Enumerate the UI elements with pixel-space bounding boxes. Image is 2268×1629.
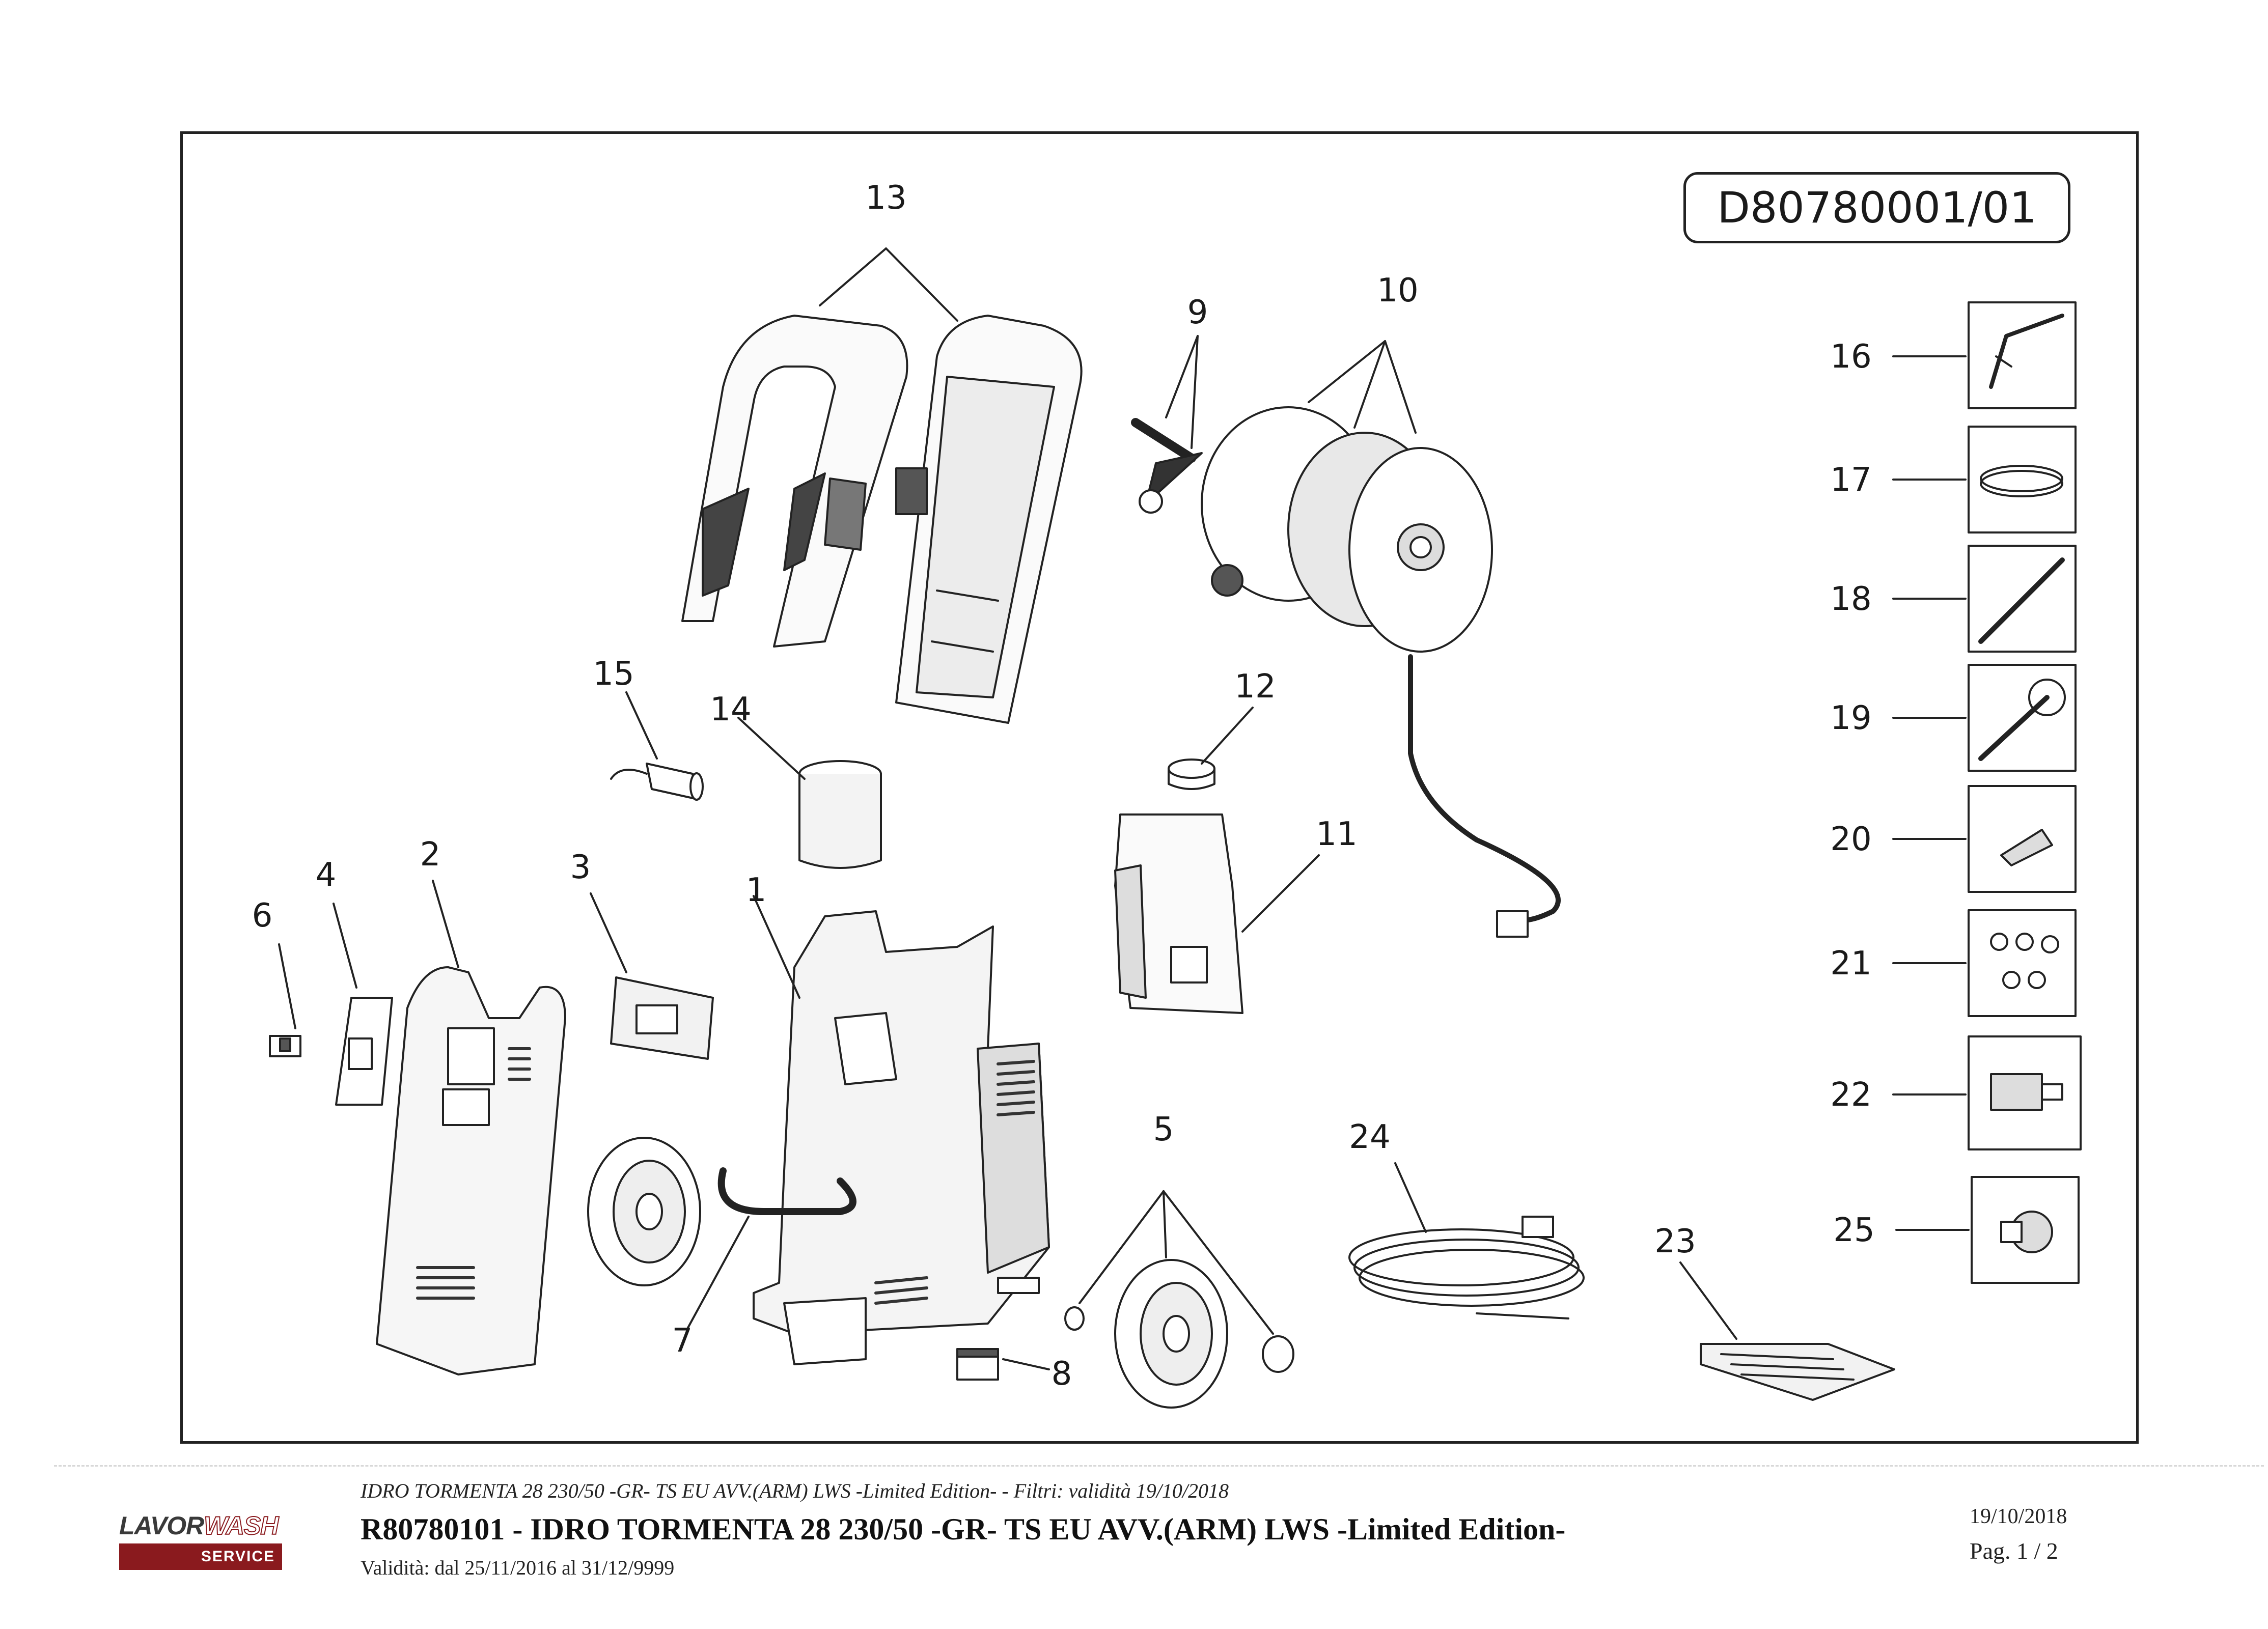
callout-10: 10 bbox=[1377, 272, 1418, 310]
callout-8: 8 bbox=[1052, 1355, 1072, 1393]
callout-14: 14 bbox=[710, 691, 751, 728]
part-5-wheel bbox=[1064, 1259, 1294, 1409]
part-1-body bbox=[753, 910, 1050, 1365]
accessory-box-19 bbox=[1968, 664, 2077, 772]
part-15-capacitor bbox=[610, 763, 704, 801]
callout-12: 12 bbox=[1234, 668, 1276, 706]
callout-17: 17 bbox=[1830, 461, 1871, 499]
part-wheel-left bbox=[587, 1137, 701, 1286]
part-23-manual bbox=[1700, 1343, 1895, 1401]
callout-23: 23 bbox=[1654, 1223, 1696, 1260]
part-8-foot bbox=[956, 1348, 999, 1381]
callout-16: 16 bbox=[1830, 338, 1871, 376]
footer-product-title: R80780101 - IDRO TORMENTA 28 230/50 -GR-… bbox=[361, 1512, 1566, 1546]
footer-page-number: Pag. 1 / 2 bbox=[1970, 1538, 2058, 1564]
part-6-switch bbox=[269, 1035, 301, 1057]
footer-validity: Validità: dal 25/11/2016 al 31/12/9999 bbox=[361, 1556, 675, 1579]
part-24-power-cable bbox=[1348, 1216, 1585, 1319]
part-13-handle bbox=[681, 315, 1083, 724]
accessory-box-20 bbox=[1968, 785, 2077, 893]
footer-separator bbox=[54, 1465, 2264, 1467]
callout-25: 25 bbox=[1833, 1212, 1874, 1249]
callout-18: 18 bbox=[1830, 580, 1871, 618]
accessory-box-18 bbox=[1968, 545, 2077, 653]
callout-5: 5 bbox=[1153, 1111, 1174, 1148]
callout-11: 11 bbox=[1316, 816, 1357, 853]
callout-21: 21 bbox=[1830, 945, 1871, 982]
callout-13: 13 bbox=[865, 179, 906, 217]
callout-19: 19 bbox=[1830, 699, 1871, 737]
accessory-box-22 bbox=[1968, 1035, 2082, 1150]
callout-24: 24 bbox=[1349, 1118, 1390, 1156]
part-11-tank bbox=[1114, 813, 1243, 1014]
callout-15: 15 bbox=[593, 655, 634, 693]
part-2-front-cover bbox=[376, 966, 566, 1375]
callout-20: 20 bbox=[1830, 821, 1871, 858]
footer-filter-line: IDRO TORMENTA 28 230/50 -GR- TS EU AVV.(… bbox=[361, 1479, 1229, 1502]
accessory-box-16 bbox=[1968, 301, 2077, 409]
part-10-hose-reel bbox=[1201, 406, 1561, 938]
logo-service-band: SERVICE bbox=[119, 1543, 282, 1570]
callout-22: 22 bbox=[1830, 1076, 1871, 1114]
part-7-hook bbox=[717, 1167, 856, 1215]
callout-6: 6 bbox=[252, 897, 273, 935]
callout-4: 4 bbox=[316, 856, 337, 894]
callout-2: 2 bbox=[420, 836, 441, 874]
drawing-frame bbox=[180, 131, 2139, 1444]
accessory-box-21 bbox=[1968, 909, 2077, 1017]
callout-9: 9 bbox=[1187, 294, 1208, 331]
part-3-label-plate bbox=[610, 976, 714, 1060]
callout-1: 1 bbox=[746, 872, 767, 909]
accessory-box-17 bbox=[1968, 426, 2077, 533]
part-12-cap bbox=[1168, 759, 1215, 790]
part-14-cover bbox=[798, 760, 882, 869]
footer-date: 19/10/2018 bbox=[1970, 1505, 2067, 1528]
callout-7: 7 bbox=[672, 1322, 693, 1360]
part-9-crank bbox=[1131, 418, 1203, 514]
drawing-code: D80780001/01 bbox=[1683, 172, 2070, 243]
accessory-box-25 bbox=[1971, 1176, 2080, 1284]
part-4-switch-panel bbox=[335, 997, 393, 1106]
callout-3: 3 bbox=[570, 849, 591, 886]
